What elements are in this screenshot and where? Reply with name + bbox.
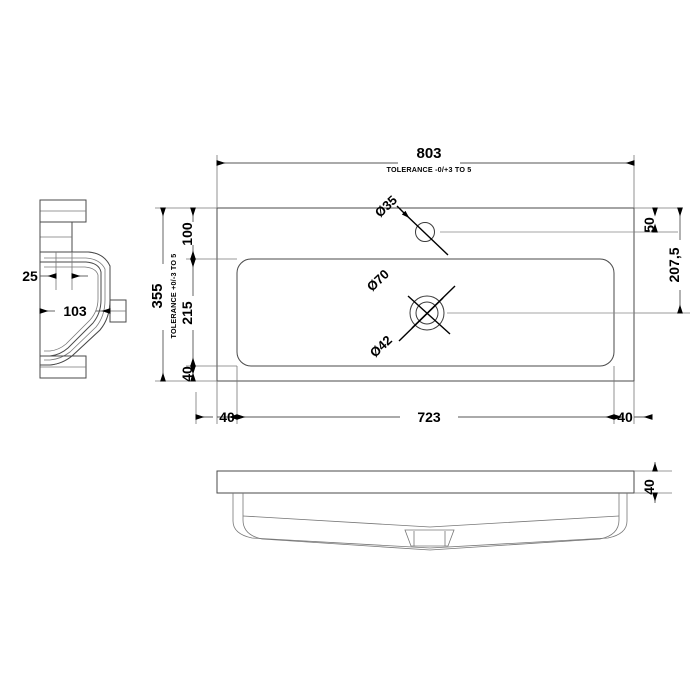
- right-margin-value: 40: [617, 409, 633, 425]
- bottom-band-value: 40: [179, 366, 195, 382]
- section-wall-outline: [39, 251, 111, 366]
- bowl-width-value: 723: [417, 409, 441, 425]
- front-elevation-view: 40: [216, 462, 672, 551]
- elevation-bowl-profile-inner: [232, 493, 628, 549]
- waste-leaders: [398, 285, 456, 342]
- section-bowl-cavity: [39, 261, 102, 357]
- plan-outer-outline: [216, 207, 635, 382]
- left-margin-value: 40: [219, 409, 235, 425]
- top-band-value: 100: [179, 222, 195, 246]
- side-section-view: 25 103: [22, 199, 127, 379]
- waste-outer-circle: [409, 295, 445, 331]
- section-lip-value: 25: [22, 268, 38, 284]
- section-waste-boss: [109, 299, 127, 323]
- bowl-depth-value: 215: [179, 301, 195, 325]
- overall-width-value: 803: [416, 145, 441, 162]
- rim-thickness-value: 40: [641, 479, 657, 495]
- taphole-leader: [396, 205, 449, 256]
- plan-view: Ø35 Ø70 Ø42: [149, 145, 690, 425]
- waste-outer-diameter-label: Ø70: [364, 266, 392, 294]
- elevation-waste-boss: [404, 529, 455, 547]
- section-depth-value: 103: [63, 303, 87, 319]
- overall-depth-tolerance: TOLERANCE +0/-3 TO 5: [169, 253, 178, 338]
- waste-inner-circle: [415, 301, 439, 325]
- centre-to-front-value: 207,5: [666, 247, 682, 282]
- overall-width-tolerance: TOLERANCE -0/+3 TO 5: [386, 165, 471, 174]
- elevation-rim: [216, 470, 635, 494]
- elevation-bowl-contour: [242, 515, 620, 528]
- taphole-circle: [415, 222, 435, 242]
- taphole-diameter-label: Ø35: [372, 192, 400, 220]
- section-wall-contour-a: [44, 257, 106, 361]
- section-wall-contour-b: [44, 266, 99, 352]
- taphole-setback-value: 50: [641, 217, 657, 233]
- overall-depth-value: 355: [149, 283, 166, 308]
- plan-bowl-outline: [236, 258, 615, 367]
- waste-inner-diameter-label: Ø42: [367, 332, 395, 360]
- elevation-bowl-profile-outer: [242, 493, 620, 551]
